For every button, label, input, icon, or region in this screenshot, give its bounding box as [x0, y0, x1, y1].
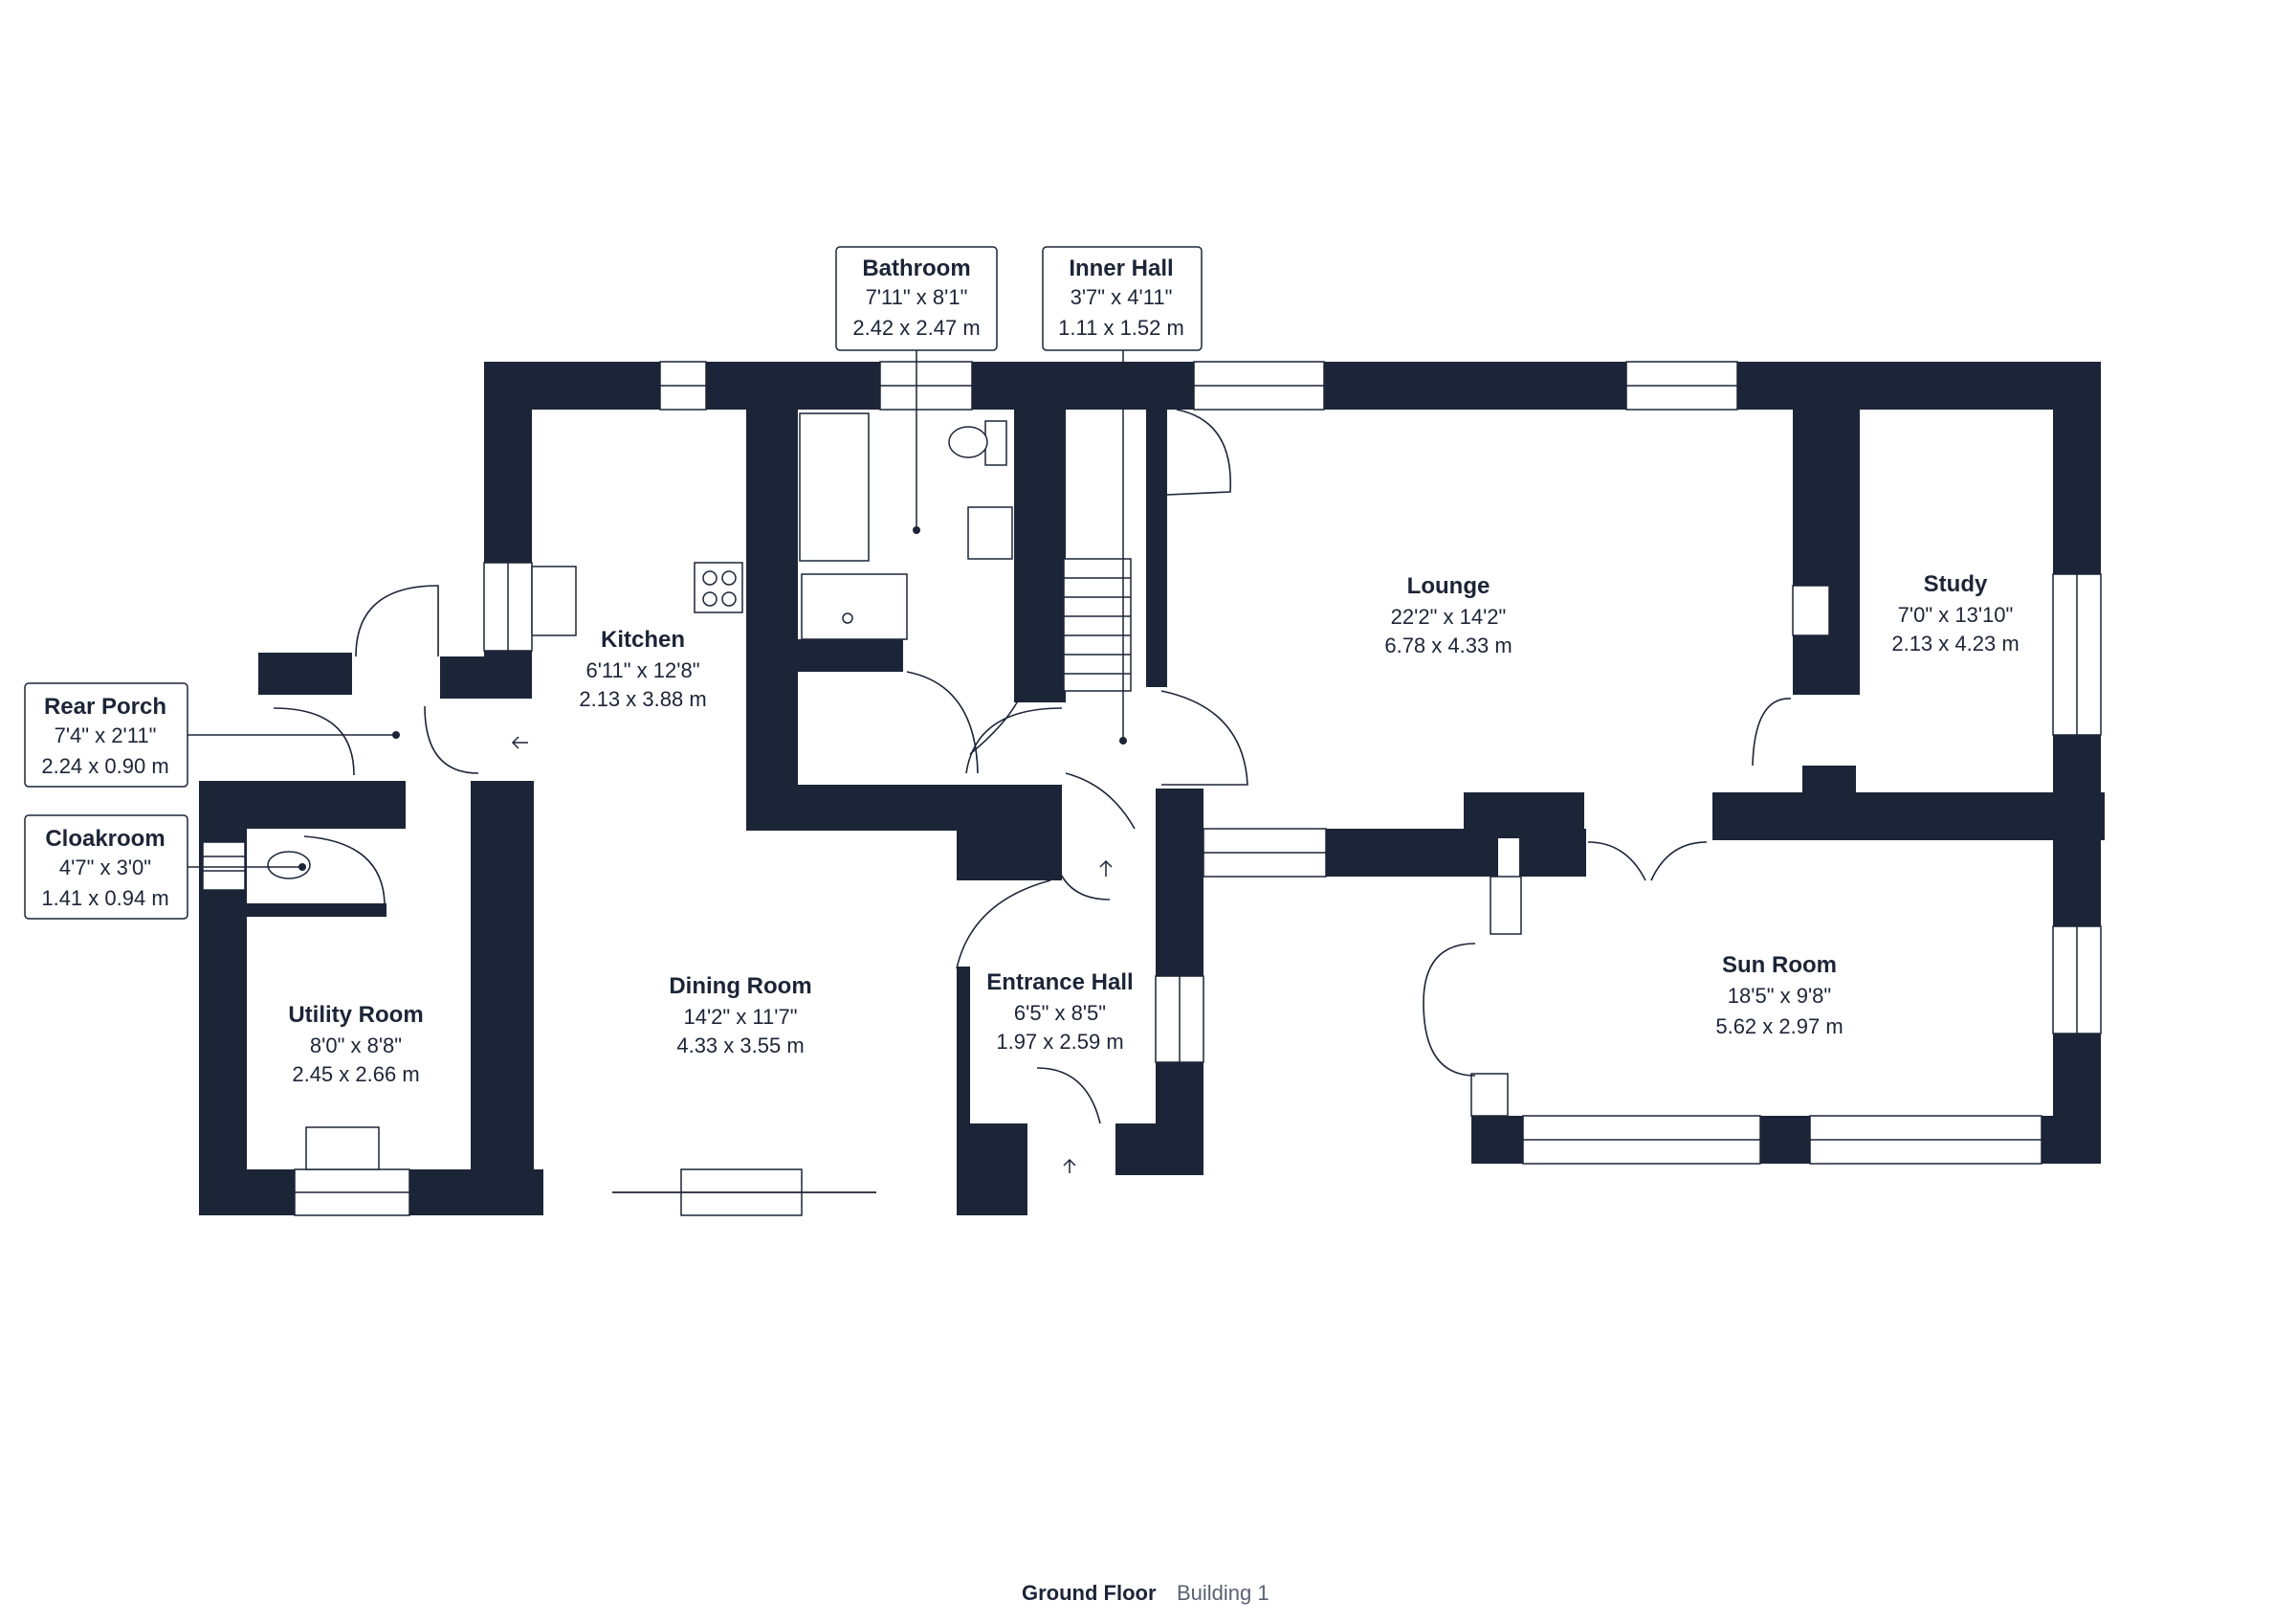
label-entrance-hall: Entrance Hall 6'5" x 8'5" 1.97 x 2.59 m	[986, 969, 1133, 1054]
room-dim-imperial: 7'4" x 2'11"	[55, 723, 157, 747]
plan-footer: Ground Floor Building 1	[1022, 1581, 1269, 1605]
room-dim-metric: 1.41 x 0.94 m	[41, 886, 168, 910]
label-dining-room: Dining Room 14'2" x 11'7" 4.33 x 3.55 m	[669, 973, 811, 1057]
room-dim-imperial: 8'0" x 8'8"	[310, 1034, 402, 1057]
walls	[199, 362, 2105, 1215]
entry-arrows	[511, 736, 1113, 1173]
room-dim-metric: 2.45 x 2.66 m	[292, 1062, 419, 1086]
room-name: Rear Porch	[44, 694, 166, 720]
room-dim-imperial: 7'11" x 8'1"	[866, 285, 968, 309]
room-name: Utility Room	[288, 1002, 423, 1028]
room-name: Kitchen	[601, 627, 685, 653]
callout-bathroom: Bathroom 7'11" x 8'1" 2.42 x 2.47 m	[835, 246, 998, 351]
room-dim-metric: 2.42 x 2.47 m	[852, 316, 980, 340]
room-name: Entrance Hall	[986, 969, 1133, 995]
callout-cloakroom: Cloakroom 4'7" x 3'0" 1.41 x 0.94 m	[24, 814, 188, 920]
room-name: Sun Room	[1722, 952, 1837, 978]
room-dim-imperial: 6'11" x 12'8"	[585, 658, 699, 682]
staircase	[1063, 558, 1132, 692]
room-name: Bathroom	[862, 256, 970, 281]
label-kitchen: Kitchen 6'11" x 12'8" 2.13 x 3.88 m	[579, 627, 706, 711]
fixtures	[202, 412, 1830, 1170]
label-lounge: Lounge 22'2" x 14'2" 6.78 x 4.33 m	[1384, 573, 1512, 657]
room-dim-metric: 2.24 x 0.90 m	[41, 754, 168, 778]
callout-inner-hall: Inner Hall 3'7" x 4'11" 1.11 x 1.52 m	[1042, 246, 1203, 351]
room-dim-imperial: 4'7" x 3'0"	[59, 856, 151, 879]
room-name: Dining Room	[669, 973, 811, 999]
leader-lines	[188, 350, 1127, 871]
room-name: Lounge	[1407, 573, 1490, 599]
room-name: Study	[1924, 571, 1988, 597]
room-dim-metric: 4.33 x 3.55 m	[676, 1034, 804, 1057]
room-dim-imperial: 14'2" x 11'7"	[683, 1005, 797, 1029]
label-sun-room: Sun Room 18'5" x 9'8" 5.62 x 2.97 m	[1715, 952, 1843, 1038]
room-dim-imperial: 7'0" x 13'10"	[1898, 603, 2014, 627]
label-study: Study 7'0" x 13'10" 2.13 x 4.23 m	[1891, 571, 2019, 656]
room-dim-metric: 6.78 x 4.33 m	[1384, 634, 1512, 657]
doors	[273, 409, 1792, 1193]
building-label: Building 1	[1177, 1581, 1269, 1605]
room-dim-metric: 1.11 x 1.52 m	[1058, 316, 1184, 340]
room-dim-imperial: 18'5" x 9'8"	[1728, 984, 1831, 1008]
room-dim-metric: 2.13 x 3.88 m	[579, 687, 706, 711]
bath-fixture	[799, 412, 870, 562]
room-dim-metric: 2.13 x 4.23 m	[1891, 632, 2019, 656]
callout-rear-porch: Rear Porch 7'4" x 2'11" 2.24 x 0.90 m	[24, 682, 188, 788]
room-name: Inner Hall	[1069, 256, 1173, 281]
room-dim-imperial: 6'5" x 8'5"	[1014, 1001, 1106, 1025]
floor-label: Ground Floor	[1022, 1581, 1157, 1605]
room-dim-imperial: 3'7" x 4'11"	[1071, 285, 1173, 309]
label-utility-room: Utility Room 8'0" x 8'8" 2.45 x 2.66 m	[288, 1002, 423, 1086]
room-dim-imperial: 22'2" x 14'2"	[1391, 605, 1507, 629]
room-dim-metric: 1.97 x 2.59 m	[996, 1030, 1123, 1054]
room-name: Cloakroom	[45, 826, 165, 852]
room-dim-metric: 5.62 x 2.97 m	[1715, 1014, 1843, 1038]
